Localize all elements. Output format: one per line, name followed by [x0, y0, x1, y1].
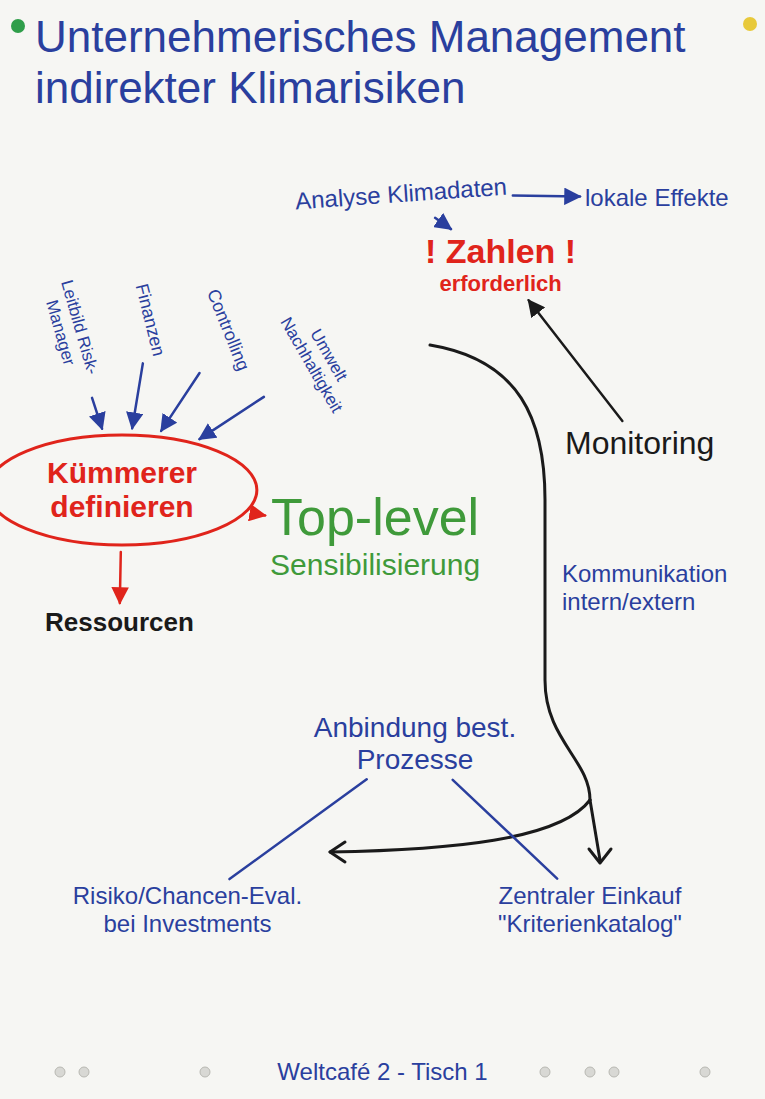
pin [743, 17, 757, 31]
node-text: Sensibilisierung [270, 548, 480, 583]
annotation-node: Top-levelSensibilisierung [270, 488, 480, 582]
node-text: Monitoring [565, 425, 714, 462]
connector [200, 397, 264, 439]
annotation-node: Risiko/Chancen-Eval. bei Investments [55, 882, 320, 937]
annotation-node: Ressourcen [45, 608, 194, 638]
caption: Weltcafé 2 - Tisch 1 [0, 1058, 765, 1086]
annotation-node: Monitoring [565, 425, 714, 462]
punch-hole [79, 1067, 89, 1077]
annotation-text: Kommunikation intern/extern [562, 560, 757, 615]
node-text: Kümmerer definieren [35, 455, 210, 524]
punch-hole [55, 1067, 65, 1077]
annotation-node: Anbindung best. Prozesse [300, 712, 530, 776]
node-text: ! Zahlen ! [425, 232, 576, 271]
pin [11, 19, 25, 33]
punch-hole [200, 1067, 210, 1077]
annotation-node: Zentraler Einkauf "Kriterienkatalog" [470, 882, 710, 937]
node-text: Anbindung best. Prozesse [300, 712, 530, 776]
connector [513, 196, 580, 197]
emphasis-node: ! Zahlen !erforderlich [425, 232, 576, 296]
connector [161, 373, 199, 431]
arrow-head [330, 842, 345, 862]
process-curve [330, 800, 590, 852]
punch-hole [700, 1067, 710, 1077]
node-text: Zentraler Einkauf "Kriterienkatalog" [470, 882, 710, 937]
punch-hole [609, 1067, 619, 1077]
connector [435, 218, 451, 229]
connector [253, 513, 265, 515]
connector [92, 398, 102, 429]
node-text: Risiko/Chancen-Eval. bei Investments [55, 882, 320, 937]
connector [119, 552, 122, 603]
connector [132, 363, 143, 428]
ellipse-node: Kümmerer definieren [0, 433, 259, 547]
connector [229, 779, 366, 879]
node-text: erforderlich [425, 271, 576, 296]
chart-title: Unternehmerisches Management indirekter … [35, 12, 745, 113]
node-text: Ressourcen [45, 608, 194, 638]
arrow-head [589, 849, 611, 863]
ellipse-outline [0, 435, 257, 545]
annotation-node: lokale Effekte [585, 184, 729, 212]
connector [529, 300, 623, 421]
punch-hole [540, 1067, 550, 1077]
connector [453, 780, 557, 879]
node-text: Top-level [270, 488, 480, 548]
node-text: lokale Effekte [585, 184, 729, 212]
punch-hole [585, 1067, 595, 1077]
